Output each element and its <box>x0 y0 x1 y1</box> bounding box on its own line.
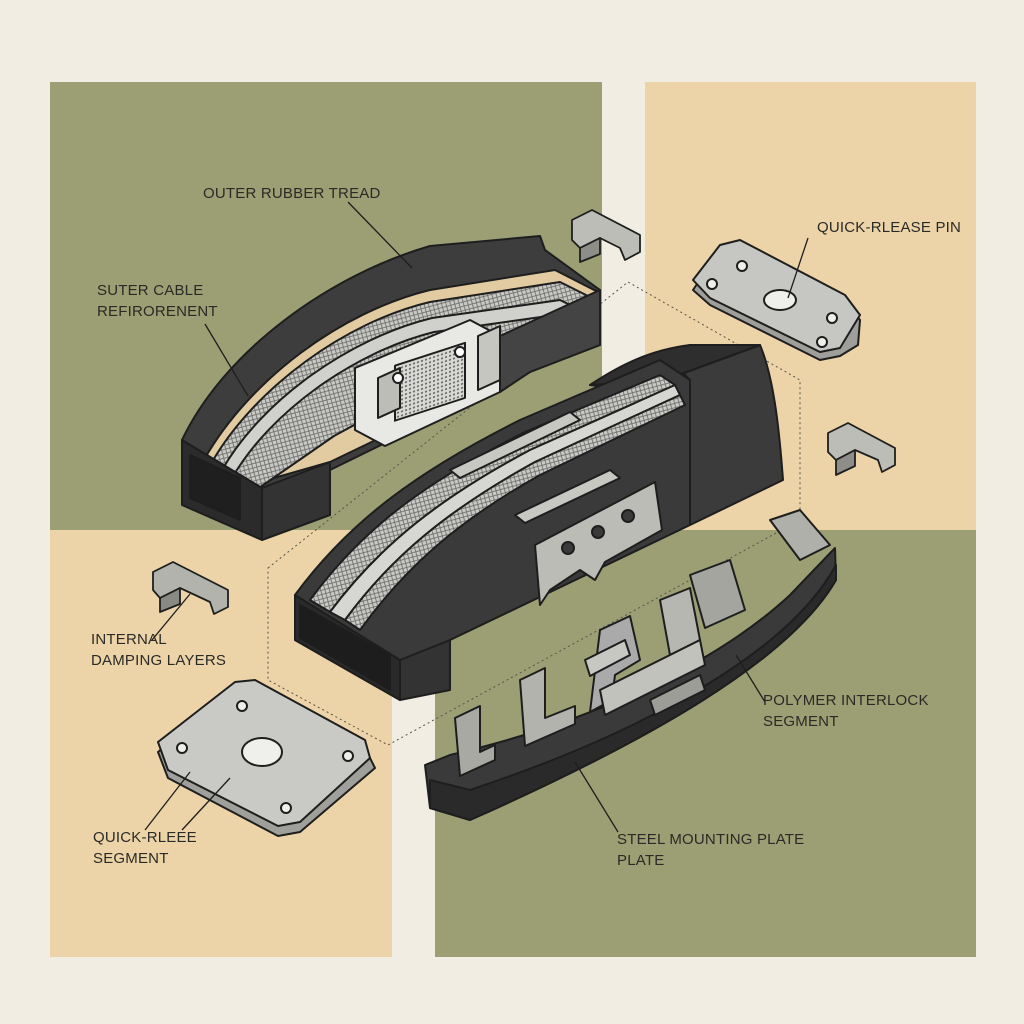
label-quick-rleee-segment: QUICK-RLEEE SEGMENT <box>93 829 197 867</box>
label-quick-release-pin: QUICK-RLEASE PIN <box>817 219 962 236</box>
middle-tread-segment <box>294 344 784 701</box>
label-polymer-interlock: POLYMER INTERLOCK SEGMENT <box>763 692 929 730</box>
label-steel-mounting-plate: STEEL MOUNTING PLATE PLATE <box>617 831 805 869</box>
label-outer-rubber-tread: OUTER RUBBER TREAD <box>203 185 381 202</box>
quick-release-clip-top <box>571 209 641 263</box>
quick-release-clip-left <box>152 561 229 615</box>
quick-release-pin-plate <box>692 239 861 361</box>
polymer-interlock-segment <box>424 509 837 821</box>
quick-rleee-plate <box>157 679 376 837</box>
label-suter-cable: SUTER CABLE REFIRORENENT <box>97 282 218 320</box>
quick-release-clip-right <box>827 422 896 476</box>
upper-tread-segment <box>181 235 601 541</box>
leader-lines <box>144 201 809 833</box>
label-internal-damping: INTERNAL DAMPING LAYERS <box>91 631 227 669</box>
